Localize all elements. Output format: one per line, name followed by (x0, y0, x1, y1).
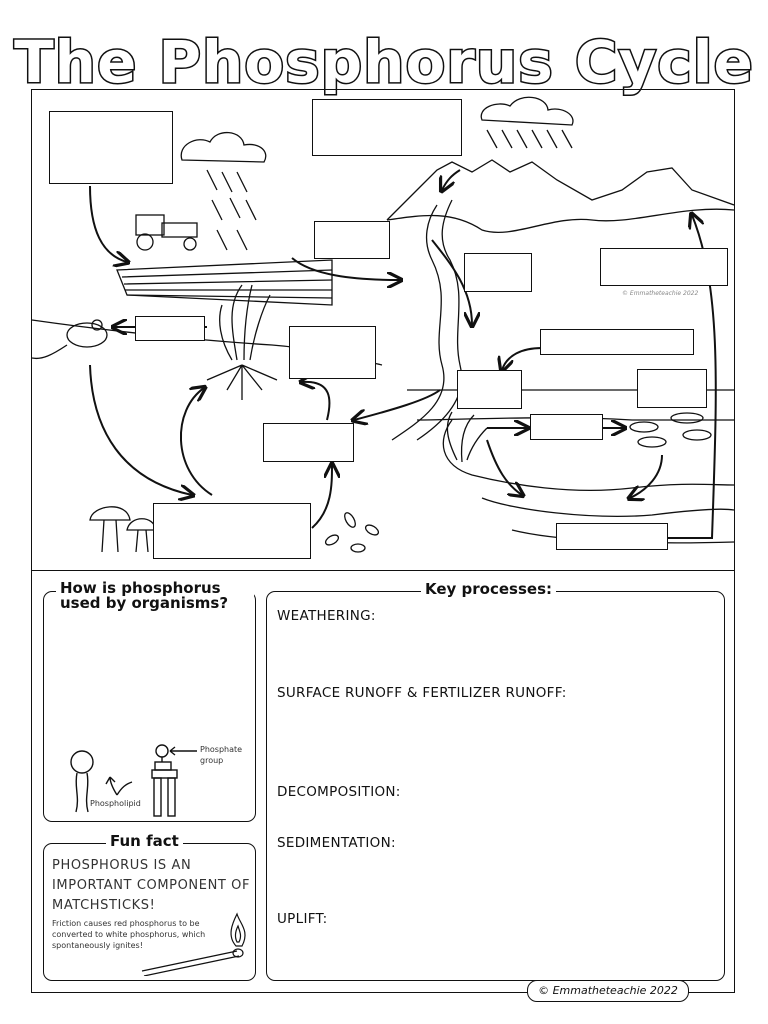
copyright-badge: © Emmatheteachie 2022 (527, 980, 689, 1002)
answer-box-top-center[interactable] (312, 99, 462, 156)
answer-box-decomposition[interactable] (153, 503, 311, 559)
bacteria-icon (324, 512, 380, 553)
answer-box-river[interactable] (464, 253, 532, 292)
phospholipid-diagram (70, 744, 197, 817)
seaweed-icon (446, 411, 488, 463)
tractor-icon (135, 214, 198, 251)
answer-box-sea-right[interactable] (637, 369, 707, 408)
rain-cloud-left (180, 131, 267, 163)
answer-box-consumption[interactable] (135, 316, 205, 341)
key-processes-heading: Key processes: (421, 582, 556, 597)
mushrooms-icon (89, 506, 157, 553)
phospholipid-head-icon (70, 750, 94, 774)
process-decomposition: DECOMPOSITION: (277, 784, 401, 800)
answer-box-sea-left[interactable] (457, 370, 522, 409)
process-uplift: UPLIFT: (277, 911, 328, 927)
process-runoff: SURFACE RUNOFF & FERTILIZER RUNOFF: (277, 685, 567, 701)
section-divider (31, 570, 735, 571)
answer-box-runoff[interactable] (314, 221, 390, 259)
match-icon (141, 912, 246, 976)
answer-box-aquatic[interactable] (530, 414, 603, 440)
answer-box-sedimentation[interactable] (556, 523, 668, 550)
fun-fact-headline: PHOSPHORUS IS AN IMPORTANT COMPONENT OF … (52, 858, 251, 913)
page-title: The Phosphorus Cycle (13, 27, 755, 98)
answer-box-soil[interactable] (263, 423, 354, 462)
fun-fact-detail: Friction causes red phosphorus to be con… (52, 919, 206, 950)
flame-icon (230, 912, 246, 947)
organisms-panel: How is phosphorus used by organisms? Pho… (43, 581, 256, 822)
rain-cloud-right (480, 96, 574, 126)
answer-box-weathering-top[interactable] (49, 111, 173, 184)
organisms-heading: How is phosphorus used by organisms? (56, 581, 254, 611)
phosphate-group-label: Phosphate group (200, 745, 243, 765)
phosphorus-cycle-diagram: © Emmatheteachie 2022 (32, 96, 734, 553)
mountains (386, 159, 734, 221)
key-processes-panel: Key processes: WEATHERING: SURFACE RUNOF… (266, 582, 725, 981)
phospholipid-label: Phospholipid (90, 799, 141, 808)
plant-icon (206, 284, 278, 400)
fun-fact-heading: Fun fact (106, 834, 183, 849)
watermark: © Emmatheteachie 2022 (622, 290, 698, 297)
phosphate-head-icon (155, 744, 169, 758)
worksheet-frame (31, 89, 735, 993)
answer-box-uplift-right[interactable] (600, 248, 728, 286)
fun-fact-panel: Fun fact PHOSPHORUS IS AN IMPORTANT COMP… (43, 834, 256, 981)
answer-box-sea-label[interactable] (540, 329, 694, 355)
fish-icon (629, 412, 712, 448)
process-weathering: WEATHERING: (277, 608, 376, 624)
process-sedimentation: SEDIMENTATION: (277, 835, 396, 851)
mouse-icon (32, 319, 108, 360)
answer-box-center[interactable] (289, 326, 376, 379)
